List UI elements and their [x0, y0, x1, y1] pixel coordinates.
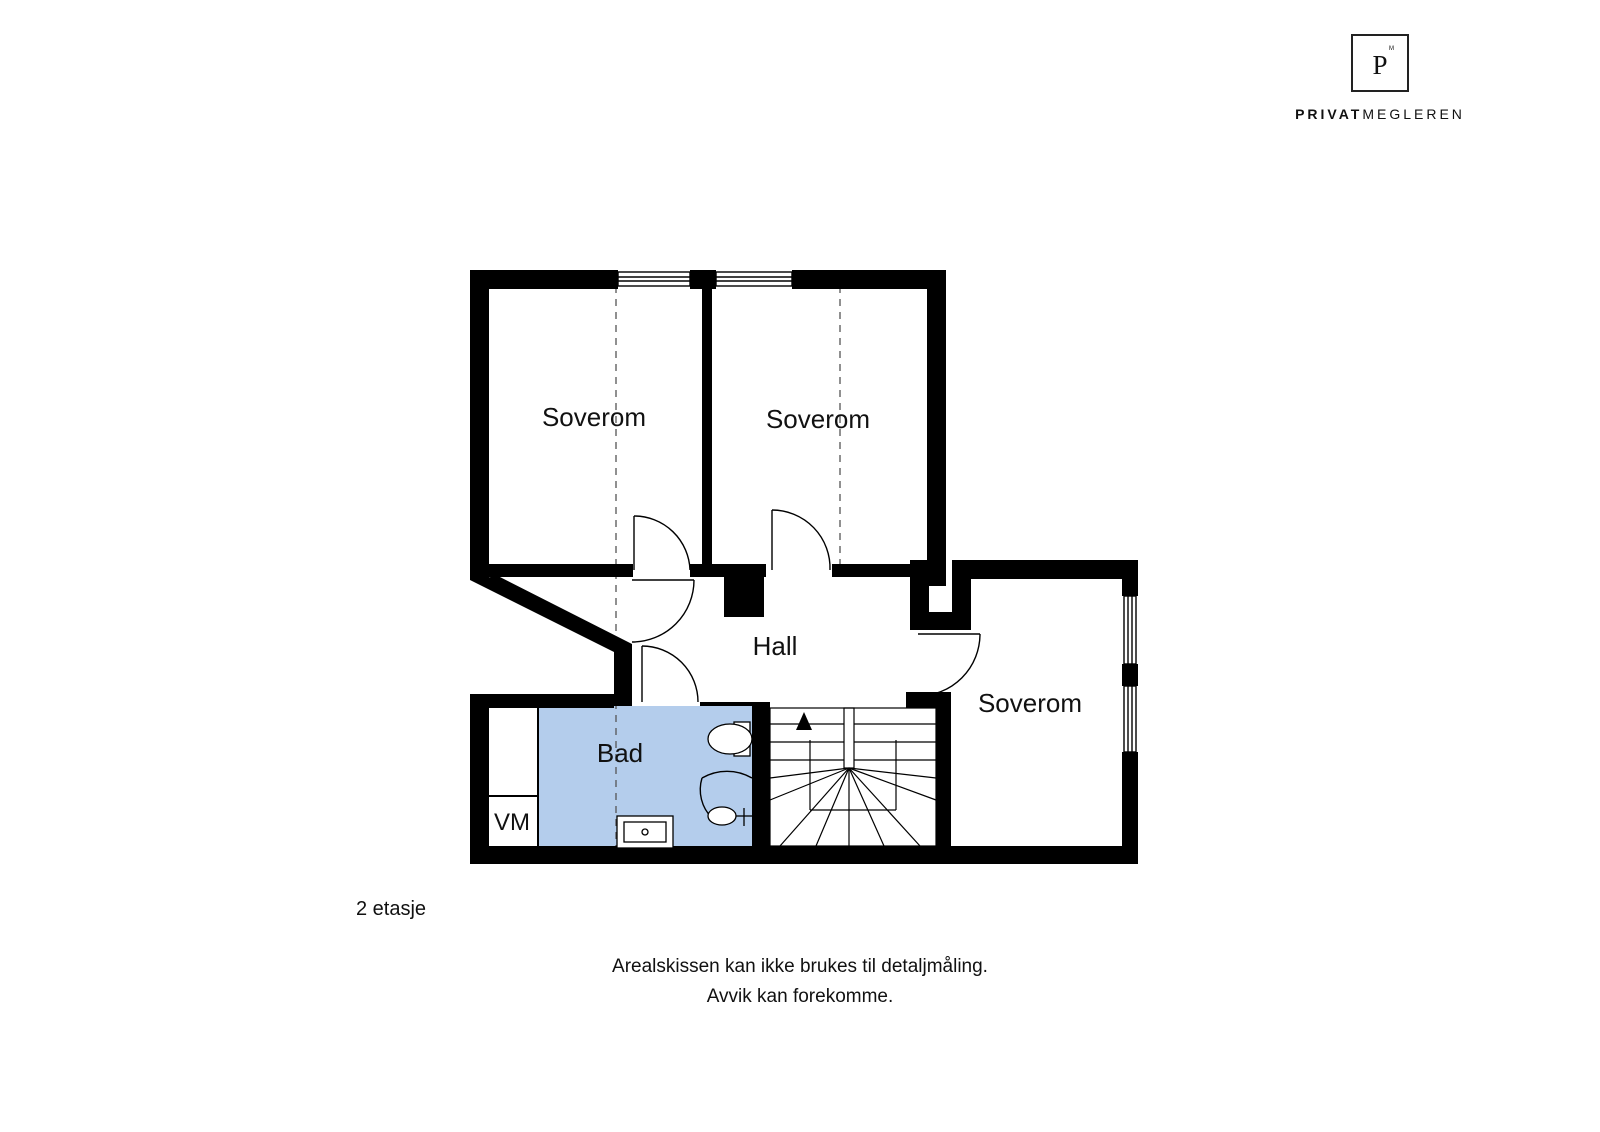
logo-word-bold: PRIVAT: [1295, 106, 1363, 122]
disclaimer: Arealskissen kan ikke brukes til detaljm…: [0, 952, 1600, 1012]
room-label-laundry: VM: [494, 809, 530, 836]
door-swings: [631, 509, 981, 819]
privatmegleren-logo: P M PRIVATMEGLEREN: [1270, 30, 1490, 130]
windows: [617, 271, 1137, 753]
bathroom-fixtures: [616, 721, 753, 849]
disclaimer-line-1: Arealskissen kan ikke brukes til detaljm…: [612, 956, 988, 977]
room-label-bedroom-2: Soverom: [766, 404, 870, 434]
logo-wordmark: PRIVATMEGLEREN: [1270, 106, 1490, 122]
logo-letter: P: [1372, 50, 1388, 80]
logo-word-regular: MEGLEREN: [1362, 106, 1465, 122]
floor-label: 2 etasje: [356, 898, 427, 920]
disclaimer-line-2: Avvik kan forekomme.: [706, 986, 894, 1007]
logo-superscript: M: [1389, 46, 1394, 52]
stair-arrow-icon: [796, 712, 812, 730]
room-label-bedroom-3: Soverom: [978, 688, 1082, 718]
room-label-bedroom-1: Soverom: [542, 402, 646, 432]
staircase: [769, 707, 937, 847]
room-label-hall: Hall: [753, 631, 798, 661]
room-label-bathroom: Bad: [597, 738, 643, 768]
walls: [470, 270, 1138, 864]
logo-emblem: P M: [1351, 34, 1409, 92]
